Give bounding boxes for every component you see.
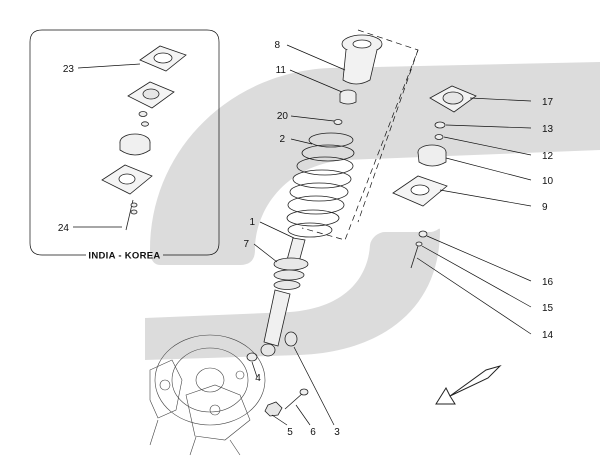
callout-1: 1 bbox=[249, 217, 255, 228]
bump-stop-boot bbox=[341, 34, 383, 85]
callout-labels: 8 11 20 2 1 7 4 5 6 3 17 13 12 10 9 16 1… bbox=[58, 40, 554, 438]
brake-hub-assembly bbox=[149, 334, 266, 456]
lower-nut bbox=[264, 401, 283, 417]
callout-10: 10 bbox=[542, 176, 554, 187]
inset-top-mount-plate bbox=[139, 45, 187, 72]
callout-6: 6 bbox=[310, 427, 316, 438]
lower-bushing bbox=[284, 331, 298, 347]
inset-bolt bbox=[125, 199, 138, 231]
spring-seat-plate bbox=[392, 175, 448, 207]
mount-washer-upper bbox=[434, 121, 446, 129]
spacer-bushing bbox=[339, 89, 357, 105]
seat-nut bbox=[415, 241, 423, 247]
callout-11: 11 bbox=[276, 65, 287, 76]
shock-absorber bbox=[260, 237, 309, 357]
callout-17: 17 bbox=[542, 97, 554, 108]
callout-12: 12 bbox=[542, 151, 554, 162]
leader-lines bbox=[73, 44, 532, 426]
callout-13: 13 bbox=[542, 124, 554, 135]
inset-cup-mount bbox=[119, 133, 151, 156]
inset-small-washers bbox=[138, 111, 149, 127]
callout-24: 24 bbox=[58, 223, 70, 234]
direction-arrow-icon bbox=[435, 364, 502, 405]
top-mount bbox=[429, 85, 477, 113]
callout-8: 8 bbox=[274, 40, 280, 51]
callout-9: 9 bbox=[542, 202, 548, 213]
inset-seat-plate bbox=[101, 164, 153, 195]
small-washer bbox=[333, 119, 343, 125]
callout-23: 23 bbox=[63, 64, 75, 75]
assembly-dashed-guide bbox=[301, 29, 419, 241]
callout-15: 15 bbox=[542, 303, 554, 314]
inset-panel: INDIA - KOREA bbox=[29, 29, 220, 262]
lower-washer bbox=[246, 352, 258, 362]
cup-mount bbox=[417, 144, 447, 167]
inset-caption: INDIA - KOREA bbox=[88, 251, 160, 262]
callout-16: 16 bbox=[542, 277, 554, 288]
lower-bolt bbox=[284, 388, 309, 410]
callout-2: 2 bbox=[279, 134, 285, 145]
callout-4: 4 bbox=[255, 373, 261, 384]
seat-bolt bbox=[410, 245, 419, 269]
mount-washer-lower bbox=[434, 134, 444, 140]
seat-small-washer bbox=[418, 230, 428, 238]
inset-mount-bushing bbox=[127, 81, 175, 109]
coil-spring bbox=[286, 132, 355, 238]
watermark-logo bbox=[145, 62, 600, 360]
callout-20: 20 bbox=[277, 111, 289, 122]
callout-7: 7 bbox=[243, 239, 249, 250]
callout-3: 3 bbox=[334, 427, 340, 438]
callout-14: 14 bbox=[542, 330, 554, 341]
callout-5: 5 bbox=[287, 427, 293, 438]
